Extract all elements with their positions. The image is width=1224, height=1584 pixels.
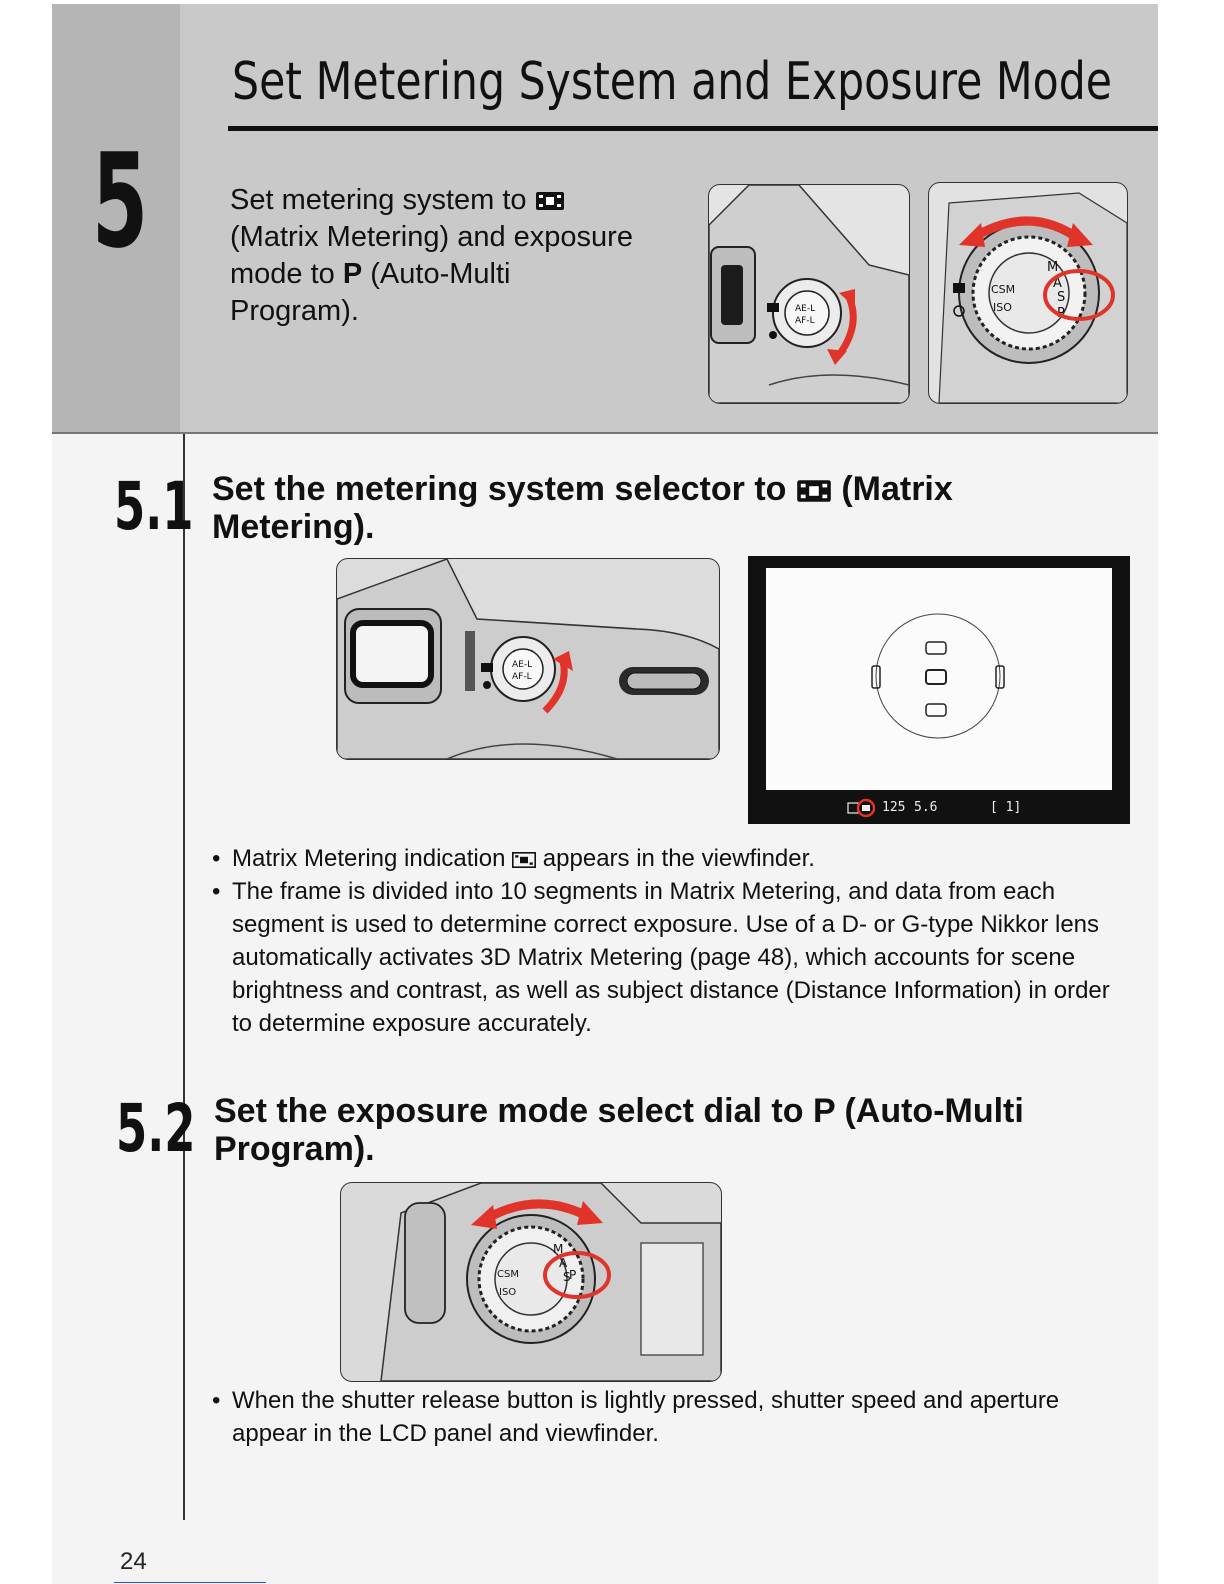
margin-line [183,434,185,1520]
step-number-5-1: 5.1 [114,468,194,545]
chapter-tab [52,4,180,434]
step-5-1-bullets: Matrix Metering indication appears in th… [212,842,1132,1040]
matrix-metering-icon [862,805,870,811]
matrix-metering-icon [481,663,493,672]
s-label: S [1057,290,1065,305]
highlight-circle-icon [1043,269,1115,321]
matrix-metering-icon [797,480,831,502]
viewfinder-readout: 125 5.6 [ 1] [748,796,1130,820]
step-number-5-2: 5.2 [116,1090,196,1167]
figure-viewfinder: 125 5.6 [ 1] [748,556,1130,824]
list-item: The frame is divided into 10 segments in… [212,875,1132,1040]
chapter-number: 5 [91,125,149,277]
section-rule [52,432,1158,434]
csm-label: CSM [991,283,1015,296]
a-label: A [1053,276,1062,291]
figure-camera-back-selector: AE-L AF-L [336,558,720,760]
vf-aperture: 5.6 [914,800,938,815]
list-item: Matrix Metering indication appears in th… [212,842,1132,875]
svg-text:AF-L: AF-L [512,672,532,682]
page-number: 24 [120,1548,147,1575]
highlight-circle-icon [856,798,876,818]
svg-text:CSM: CSM [497,1269,519,1280]
svg-text:ISO: ISO [499,1287,516,1298]
rotate-arrow-icon [968,216,1082,243]
m-label: M [1047,260,1058,275]
figure-mode-dial-top: CSM ISO M A S P [928,182,1128,404]
link-underline [114,1582,266,1583]
viewfinder-frame [766,568,1112,790]
svg-text:A: A [559,1256,568,1270]
figure-metering-selector-top: AE-L AF-L [708,184,910,404]
intro-text: Set metering system to (Matrix Metering)… [230,184,633,327]
vf-frame-count: [ 1] [990,800,1022,815]
iso-label: ISO [993,301,1012,314]
matrix-metering-icon [767,303,779,312]
figure-mode-dial-bottom: CSM ISO M A S P [340,1182,722,1382]
page-title: Set Metering System and Exposure Mode [232,52,1113,112]
vf-shutter-speed: 125 [882,800,906,815]
svg-text:P: P [569,1268,576,1282]
svg-text:M: M [553,1242,563,1256]
matrix-metering-icon [512,851,537,868]
list-item: When the shutter release button is light… [212,1384,1072,1450]
matrix-metering-icon [535,192,564,211]
svg-text:S: S [563,1270,571,1284]
step-5-2-bullets: When the shutter release button is light… [212,1384,1072,1450]
step-5-2-heading: Set the exposure mode select dial to P (… [214,1092,1024,1168]
ael-label: AE-L [795,304,815,314]
highlight-circle-icon [543,1251,611,1299]
step-5-1-heading: Set the metering system selector to (Mat… [212,470,953,546]
svg-text:AE-L: AE-L [512,660,532,670]
title-rule [228,126,1158,131]
afl-label: AF-L [795,316,815,326]
